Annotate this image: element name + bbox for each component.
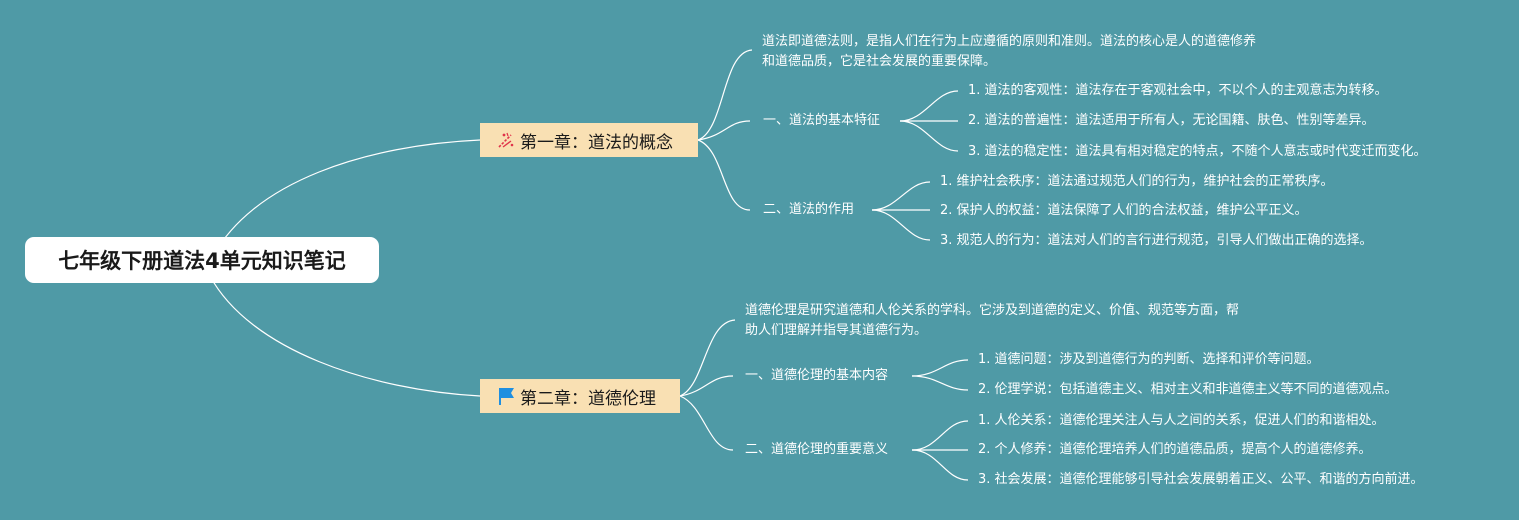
connector-ch1-s2-i1 bbox=[871, 181, 931, 211]
connector-ch2-sec2 bbox=[679, 395, 734, 451]
chapter-1-section-2[interactable]: 二、道法的作用 bbox=[763, 202, 855, 217]
connector-ch1-sec1 bbox=[697, 120, 751, 141]
chapter-1-section-1[interactable]: 一、道法的基本特征 bbox=[763, 113, 881, 128]
chapter-2-intro[interactable]: 道德伦理是研究道德和人伦关系的学科。它涉及到道德的定义、价值、规范等方面，帮助人… bbox=[745, 303, 1240, 338]
chapter-2-section-1-item-2[interactable]: 2. 伦理学说：包括道德主义、相对主义和非道德主义等不同的道德观点。 bbox=[978, 382, 1398, 397]
connector-ch1-s1-i3 bbox=[899, 120, 959, 152]
connector-ch2-s2-i1 bbox=[911, 420, 969, 451]
chapter-1-section-1-item-3[interactable]: 3. 道法的稳定性：道法具有相对稳定的特点，不随个人意志或时代变迁而变化。 bbox=[968, 144, 1427, 159]
connector-ch1-intro bbox=[697, 49, 753, 141]
root-title: 七年级下册道法4单元知识笔记 bbox=[58, 249, 346, 273]
connector-ch1-s1-i1 bbox=[899, 90, 959, 122]
chapter-1-intro[interactable]: 道法即道德法则，是指人们在行为上应遵循的原则和准则。道法的核心是人的道德修养和道… bbox=[762, 34, 1257, 69]
chapter-2-section-2[interactable]: 二、道德伦理的重要意义 bbox=[745, 442, 889, 457]
connector-ch2-s1-i2 bbox=[911, 375, 969, 391]
connector-root-ch2 bbox=[209, 275, 481, 397]
connector-ch2-sec1 bbox=[679, 375, 734, 397]
chapter-2-title: 第二章：道德伦理 bbox=[520, 388, 656, 409]
chapter-2-section-2-item-1[interactable]: 1. 人伦关系：道德伦理关注人与人之间的关系，促进人们的和谐相处。 bbox=[978, 413, 1385, 428]
connector-ch1-s2-i3 bbox=[871, 209, 931, 241]
chapter-2-topic[interactable]: 第二章：道德伦理 bbox=[480, 379, 680, 413]
confetti-icon bbox=[496, 130, 516, 150]
chapter-2-section-2-item-3[interactable]: 3. 社会发展：道德伦理能够引导社会发展朝着正义、公平、和谐的方向前进。 bbox=[978, 472, 1424, 487]
blue-flag-icon bbox=[496, 386, 516, 406]
root-topic[interactable]: 七年级下册道法4单元知识笔记 bbox=[25, 237, 379, 283]
chapter-1-section-1-item-2[interactable]: 2. 道法的普遍性：道法适用于所有人，无论国籍、肤色、性别等差异。 bbox=[968, 113, 1375, 128]
chapter-1-section-2-item-1[interactable]: 1. 维护社会秩序：道法通过规范人们的行为，维护社会的正常秩序。 bbox=[940, 174, 1334, 189]
connector-ch2-s2-i3 bbox=[911, 449, 969, 481]
chapter-1-topic[interactable]: 第一章：道法的概念 bbox=[480, 123, 698, 157]
chapter-2-section-2-item-2[interactable]: 2. 个人修养：道德伦理培养人们的道德品质，提高个人的道德修养。 bbox=[978, 442, 1372, 457]
chapter-1-title: 第一章：道法的概念 bbox=[520, 132, 673, 153]
chapter-2-section-1[interactable]: 一、道德伦理的基本内容 bbox=[745, 368, 889, 383]
chapter-1-section-2-item-3[interactable]: 3. 规范人的行为：道法对人们的言行进行规范，引导人们做出正确的选择。 bbox=[940, 233, 1373, 248]
connector-ch2-intro bbox=[679, 319, 736, 397]
connector-root-ch1 bbox=[209, 139, 481, 263]
connector-ch2-s1-i1 bbox=[911, 359, 969, 377]
connector-ch1-sec2 bbox=[697, 139, 751, 211]
chapter-2-section-1-item-1[interactable]: 1. 道德问题：涉及到道德行为的判断、选择和评价等问题。 bbox=[978, 352, 1320, 367]
chapter-1-section-1-item-1[interactable]: 1. 道法的客观性：道法存在于客观社会中，不以个人的主观意志为转移。 bbox=[968, 83, 1388, 98]
chapter-1-section-2-item-2[interactable]: 2. 保护人的权益：道法保障了人们的合法权益，维护公平正义。 bbox=[940, 203, 1308, 218]
